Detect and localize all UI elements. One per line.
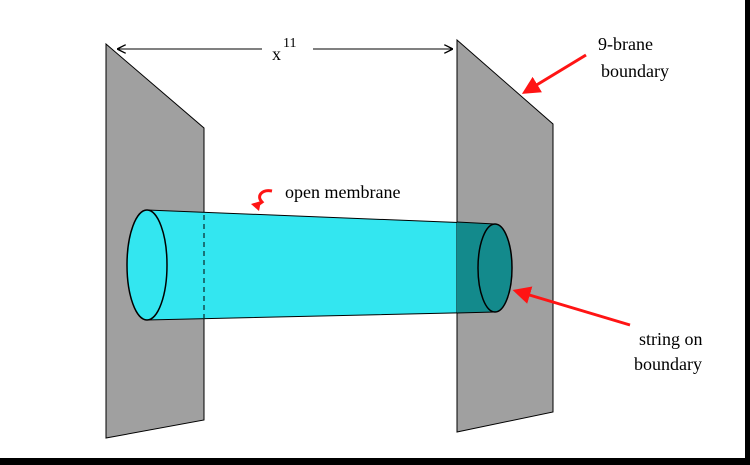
open-membrane-body [146,209,496,321]
membrane-red-curl-arrow [254,189,273,209]
membrane-red-curl-head [251,201,261,211]
string-red-arrow [512,286,631,327]
string-label-line1: string on [639,329,703,349]
string-on-boundary-loop [477,223,513,313]
membrane-left-end [126,209,168,321]
boundary-label-line1: 9-brane [598,34,653,54]
axis-label-superscript: 11 [283,36,296,51]
string-label-line2: boundary [634,354,702,374]
boundary-label-line2: boundary [601,61,669,81]
boundary-red-arrow [521,53,587,94]
axis-label-x: x [272,44,281,64]
membrane-label: open membrane [285,182,400,202]
